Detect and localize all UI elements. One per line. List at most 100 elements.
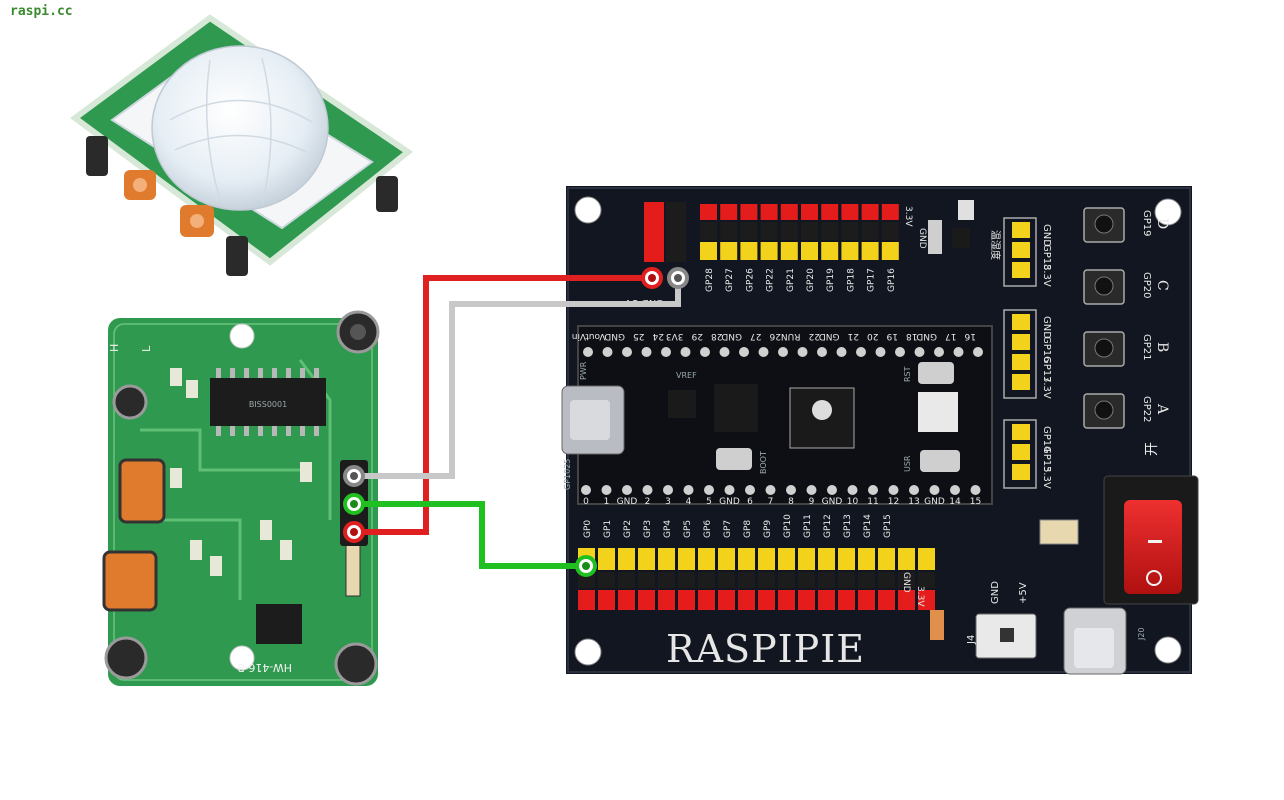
bottom-header-black-pin[interactable]: [838, 572, 855, 588]
bottom-header-black-pin[interactable]: [798, 572, 815, 588]
side-header-pin[interactable]: [1012, 444, 1030, 460]
pico-top-pin[interactable]: [914, 347, 925, 357]
top-header-black-pin[interactable]: [720, 222, 738, 240]
top-header-yellow-pin[interactable]: [760, 242, 778, 260]
side-header-pin[interactable]: [1012, 354, 1030, 370]
bottom-header-yellow-pin[interactable]: [858, 548, 875, 570]
bottom-header-red-pin[interactable]: [738, 590, 755, 610]
bottom-header-black-pin[interactable]: [918, 572, 935, 588]
top-header-black-pin[interactable]: [760, 222, 778, 240]
bottom-header-red-pin[interactable]: [778, 590, 795, 610]
bottom-header-red-pin[interactable]: [878, 590, 895, 610]
button-cap[interactable]: [1094, 276, 1114, 296]
bottom-header-black-pin[interactable]: [718, 572, 735, 588]
bottom-header-black-pin[interactable]: [678, 572, 695, 588]
top-header-yellow-pin[interactable]: [700, 242, 717, 260]
side-header-pin[interactable]: [1012, 464, 1030, 480]
bottom-header-yellow-pin[interactable]: [718, 548, 735, 570]
top-header-red-pin[interactable]: [841, 204, 859, 220]
pico-bottom-pin[interactable]: [909, 485, 919, 495]
pico-bottom-pin[interactable]: [581, 485, 591, 495]
bottom-header-black-pin[interactable]: [698, 572, 715, 588]
top-header-red-pin[interactable]: [760, 204, 778, 220]
top-header-yellow-pin[interactable]: [801, 242, 818, 260]
bottom-header-black-pin[interactable]: [778, 572, 795, 588]
bottom-header-black-pin[interactable]: [598, 572, 615, 588]
bottom-header-red-pin[interactable]: [598, 590, 615, 610]
bottom-header-red-pin[interactable]: [718, 590, 735, 610]
pico-bottom-pin[interactable]: [970, 485, 981, 495]
pico-top-pin[interactable]: [797, 347, 808, 357]
pico-bottom-pin[interactable]: [704, 485, 714, 495]
pico-top-pin[interactable]: [953, 347, 964, 357]
pico-top-pin[interactable]: [622, 347, 632, 357]
bottom-header-red-pin[interactable]: [698, 590, 715, 610]
bottom-header-yellow-pin[interactable]: [818, 548, 835, 570]
top-header-red-pin[interactable]: [700, 204, 717, 220]
top-header-yellow-pin[interactable]: [841, 242, 859, 260]
bottom-header-yellow-pin[interactable]: [798, 548, 815, 570]
pico-bottom-pin[interactable]: [847, 485, 858, 495]
bottom-header-yellow-pin[interactable]: [838, 548, 855, 570]
bottom-header-yellow-pin[interactable]: [698, 548, 715, 570]
pico-top-pin[interactable]: [661, 347, 671, 357]
side-header-pin[interactable]: [1012, 262, 1030, 278]
bottom-header-black-pin[interactable]: [618, 572, 635, 588]
pico-bottom-pin[interactable]: [724, 485, 735, 495]
pico-top-pin[interactable]: [836, 347, 847, 357]
top-header-black-pin[interactable]: [821, 222, 839, 240]
bottom-header-red-pin[interactable]: [838, 590, 855, 610]
pico-top-pin[interactable]: [758, 347, 769, 357]
bottom-header-yellow-pin[interactable]: [778, 548, 795, 570]
pico-bottom-pin[interactable]: [786, 485, 796, 495]
top-header-yellow-pin[interactable]: [780, 242, 798, 260]
bottom-header-yellow-pin[interactable]: [758, 548, 775, 570]
side-header-pin[interactable]: [1012, 424, 1030, 440]
top-header-yellow-pin[interactable]: [720, 242, 738, 260]
side-header-pin[interactable]: [1012, 242, 1030, 258]
side-header-pin[interactable]: [1012, 374, 1030, 390]
top-header-black-pin[interactable]: [801, 222, 818, 240]
pico-top-pin[interactable]: [817, 347, 827, 357]
pico-top-pin[interactable]: [973, 347, 983, 357]
top-header-red-pin[interactable]: [881, 204, 899, 220]
pico-top-pin[interactable]: [875, 347, 886, 357]
bottom-header-black-pin[interactable]: [638, 572, 655, 588]
bottom-header-black-pin[interactable]: [658, 572, 675, 588]
bottom-header-red-pin[interactable]: [618, 590, 635, 610]
top-header-red-pin[interactable]: [801, 204, 818, 220]
side-header-pin[interactable]: [1012, 334, 1030, 350]
bottom-header-black-pin[interactable]: [818, 572, 835, 588]
bottom-header-yellow-pin[interactable]: [618, 548, 635, 570]
bottom-header-black-pin[interactable]: [738, 572, 755, 588]
pico-bottom-pin[interactable]: [622, 485, 632, 495]
top-header-red-pin[interactable]: [720, 204, 738, 220]
pico-top-pin[interactable]: [602, 347, 613, 357]
pico-bottom-pin[interactable]: [683, 485, 694, 495]
bottom-header-yellow-pin[interactable]: [738, 548, 755, 570]
pico-bottom-pin[interactable]: [601, 485, 612, 495]
pico-bottom-pin[interactable]: [827, 485, 837, 495]
bottom-header-red-pin[interactable]: [578, 590, 595, 610]
top-header-black-pin[interactable]: [700, 222, 717, 240]
bottom-header-yellow-pin[interactable]: [638, 548, 655, 570]
bottom-header-black-pin[interactable]: [898, 572, 915, 588]
bottom-header-red-pin[interactable]: [818, 590, 835, 610]
top-header-red-pin[interactable]: [780, 204, 798, 220]
top-header-black-pin[interactable]: [841, 222, 859, 240]
pico-top-pin[interactable]: [895, 347, 905, 357]
pico-top-pin[interactable]: [700, 347, 710, 357]
bottom-header-yellow-pin[interactable]: [598, 548, 615, 570]
pico-top-pin[interactable]: [856, 347, 866, 357]
pico-top-pin[interactable]: [778, 347, 788, 357]
top-header-red-pin[interactable]: [861, 204, 879, 220]
side-header-pin[interactable]: [1012, 314, 1030, 330]
bottom-header-red-pin[interactable]: [898, 590, 915, 610]
bottom-header-black-pin[interactable]: [758, 572, 775, 588]
top-header-black-pin[interactable]: [861, 222, 879, 240]
pico-top-pin[interactable]: [934, 347, 944, 357]
pico-bottom-pin[interactable]: [888, 485, 899, 495]
top-header-red-pin[interactable]: [740, 204, 758, 220]
bottom-header-red-pin[interactable]: [638, 590, 655, 610]
pico-bottom-pin[interactable]: [642, 485, 653, 495]
